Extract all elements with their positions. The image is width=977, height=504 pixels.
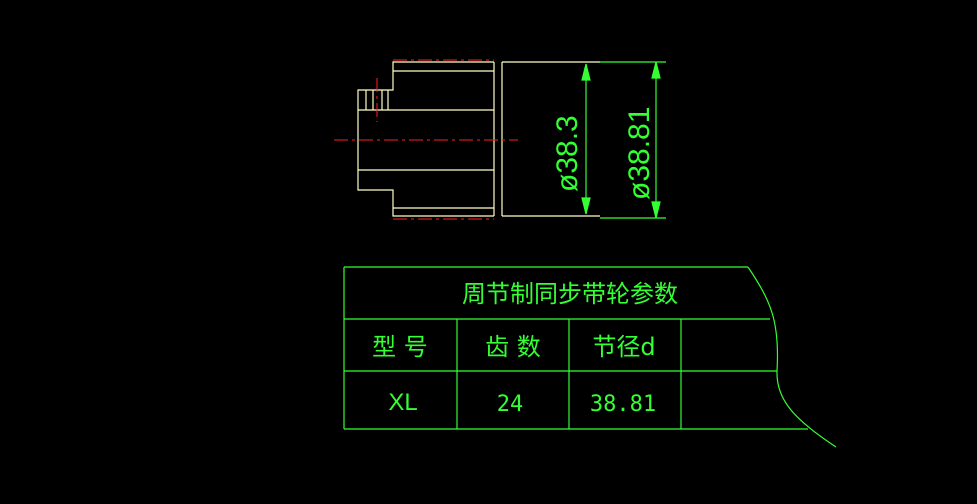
dim-inner-label: ø38.3 (551, 115, 584, 192)
header-teeth: 齿 数 (485, 333, 541, 361)
pulley-outline (357, 61, 494, 217)
center-lines (334, 59, 518, 220)
value-pitch-diameter: 38.81 (590, 392, 656, 417)
table-break-curve (747, 266, 837, 448)
header-pitch-diameter: 节径d (592, 333, 655, 361)
dim-inner-arrow-top (581, 63, 591, 81)
table-title: 周节制同步带轮参数 (462, 280, 678, 308)
parameter-table (343, 266, 837, 448)
dim-inner-arrow-bottom (581, 197, 591, 215)
header-model: 型 号 (372, 333, 428, 361)
dimension-outer (600, 61, 666, 219)
value-teeth: 24 (497, 392, 524, 417)
pulley-side-view (357, 61, 600, 217)
dimension-inner (581, 63, 591, 215)
dim-outer-arrow-bottom (651, 201, 661, 219)
value-model: XL (388, 389, 417, 416)
dim-outer-arrow-top (651, 61, 661, 79)
dim-outer-label: ø38.81 (623, 107, 656, 200)
